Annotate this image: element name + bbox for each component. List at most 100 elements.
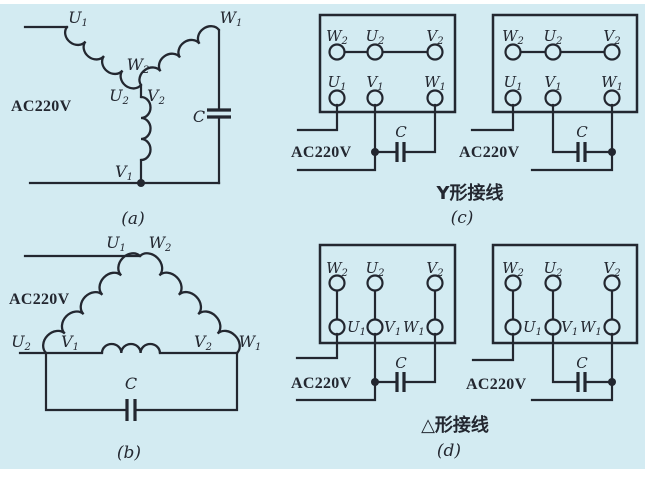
terminal-label-v1: V1	[384, 318, 401, 338]
terminal-v2	[426, 43, 444, 61]
terminal-box-outline	[318, 13, 457, 114]
terminal-label-w2: W2	[502, 27, 524, 47]
terminal-u2	[366, 274, 384, 292]
label-v1: V1	[115, 162, 133, 183]
terminal-box-outline	[318, 243, 457, 345]
winding-bottom	[100, 342, 162, 355]
terminal-u2	[544, 274, 562, 292]
terminal-label-u2: U2	[543, 27, 562, 47]
terminal-u2	[544, 43, 562, 61]
terminal-label-v1: V1	[366, 73, 383, 93]
winding-v2-v1	[139, 95, 152, 162]
supply-and-capacitor-wires	[295, 332, 437, 402]
source-label: AC220V	[291, 375, 352, 392]
terminal-label-u2: U2	[543, 259, 562, 279]
label-w2: W2	[149, 233, 172, 254]
label-capacitor: C	[193, 107, 205, 126]
delta-link-bars	[335, 288, 437, 322]
winding-u1-u2	[64, 25, 143, 90]
terminal-label-v1: V1	[544, 73, 561, 93]
terminal-box-1: W2 U2 V2 U1 V1 W1 C AC220V	[291, 243, 457, 402]
label-v2: V2	[147, 86, 165, 107]
source-label: AC220V	[11, 98, 72, 115]
panel-caption: (d)	[437, 441, 461, 461]
label-capacitor: C	[125, 374, 137, 393]
source-label: AC220V	[9, 291, 70, 308]
label-capacitor: C	[576, 123, 588, 141]
source-label: AC220V	[459, 144, 520, 161]
terminal-label-u2: U2	[365, 259, 384, 279]
terminal-label-u1: U1	[523, 318, 542, 338]
junction-dot	[371, 378, 379, 386]
label-v2: V2	[194, 332, 212, 353]
delta-link-bars	[511, 288, 614, 322]
label-u1: U1	[106, 233, 126, 254]
terminal-label-v1: V1	[561, 318, 578, 338]
terminal-label-v2: V2	[603, 259, 620, 279]
panel-d-delta-terminal-boxes: W2 U2 V2 U1 V1 W1 C AC220V W2 U2 V2 U1	[291, 243, 639, 461]
capacitor	[395, 372, 406, 392]
terminal-v1	[366, 318, 384, 336]
capacitor	[576, 372, 587, 392]
terminal-label-v2: V2	[426, 259, 443, 279]
junction-dot	[371, 148, 379, 156]
source-label: AC220V	[291, 144, 352, 161]
terminal-v1	[544, 318, 562, 336]
terminal-label-v2: V2	[426, 27, 443, 47]
terminal-label-w2: W2	[502, 259, 524, 279]
section-title-y-connection: Y形接线	[435, 182, 503, 204]
junction-dot	[608, 148, 616, 156]
terminal-v2	[426, 274, 444, 292]
terminal-label-w1: W1	[424, 73, 446, 93]
panel-caption: (a)	[121, 209, 144, 229]
terminal-box-2: W2 U2 V2 U1 V1 W1 C AC220V	[466, 243, 639, 402]
terminal-w2	[328, 43, 346, 61]
terminal-label-w1: W1	[601, 73, 623, 93]
label-w1: W1	[239, 332, 262, 353]
terminal-box-outline	[491, 13, 639, 114]
terminal-label-u1: U1	[327, 73, 346, 93]
terminal-box-2: W2 U2 V2 U1 V1 W1 C AC220V	[459, 13, 639, 172]
label-u1: U1	[68, 8, 88, 29]
label-w1: W1	[220, 8, 243, 29]
terminal-label-w1: W1	[580, 318, 602, 338]
capacitor	[125, 399, 137, 421]
section-title-delta-connection: △形接线	[421, 414, 489, 436]
panel-caption: (b)	[117, 443, 141, 463]
terminal-v2	[603, 43, 621, 61]
label-v1: V1	[61, 332, 79, 353]
label-capacitor: C	[395, 123, 407, 141]
terminal-label-v2: V2	[603, 27, 620, 47]
terminal-label-u1: U1	[347, 318, 366, 338]
terminal-w2	[504, 43, 522, 61]
terminal-u1	[328, 318, 346, 336]
winding-right	[138, 252, 241, 355]
label-u2: U2	[11, 332, 31, 353]
label-u2: U2	[109, 86, 129, 107]
junction-dot	[608, 378, 616, 386]
capacitor	[395, 142, 406, 162]
figure-background	[0, 4, 645, 469]
terminal-w1	[426, 318, 444, 336]
terminal-box-outline	[491, 243, 639, 345]
terminal-label-u2: U2	[365, 27, 384, 47]
junction-dot	[137, 179, 145, 187]
capacitor	[207, 108, 231, 119]
supply-and-capacitor-wires	[296, 103, 437, 172]
terminal-label-u1: U1	[503, 73, 522, 93]
label-capacitor: C	[576, 354, 588, 372]
supply-and-capacitor-wires	[471, 332, 614, 402]
terminal-label-w1: W1	[403, 318, 425, 338]
supply-and-capacitor-wires	[470, 103, 614, 172]
terminal-label-w2: W2	[326, 259, 348, 279]
capacitor-loop-wire	[44, 351, 239, 412]
terminal-box-1: W2 U2 V2 U1 V1 W1 C AC220V	[291, 13, 457, 172]
source-label: AC220V	[466, 376, 527, 393]
terminal-u2	[366, 43, 384, 61]
terminal-v2	[603, 274, 621, 292]
winding-left	[42, 252, 142, 355]
terminal-w1	[603, 318, 621, 336]
winding-w1-w2	[138, 25, 221, 87]
panel-c-y-terminal-boxes: W2 U2 V2 U1 V1 W1 C AC220V W2 U2 V2 U1	[291, 13, 639, 228]
